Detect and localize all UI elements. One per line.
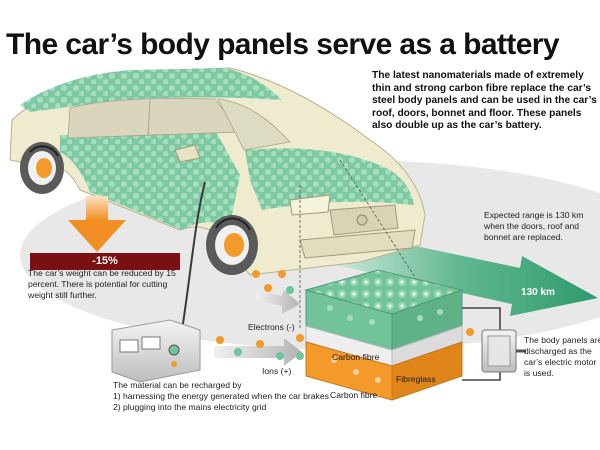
range-text: Expected range is 130 km when the doors,… — [484, 210, 584, 242]
roof-panel — [20, 68, 282, 112]
car-windows — [67, 98, 241, 139]
battery-block — [304, 269, 464, 401]
rear-wheel — [20, 142, 64, 194]
electrons-label: Electrons (-) — [248, 322, 295, 332]
range-badge: 130 km — [521, 287, 555, 298]
weight-badge: -15% — [30, 253, 180, 270]
weight-text: The car’s weight can be reduced by 15 pe… — [28, 268, 176, 300]
electron-arrow — [256, 290, 300, 314]
bonnet-panel — [245, 148, 414, 210]
layer-carbon-bottom: Carbon fibre — [330, 390, 378, 400]
recharge-text: The material can be recharged by 1) harn… — [113, 380, 393, 413]
ion-arrow — [214, 338, 302, 366]
car — [9, 67, 426, 276]
layer-carbon-top: Carbon fibre — [332, 352, 380, 362]
front-wheel — [206, 215, 258, 275]
layer-fibreglass: Fibreglass — [396, 374, 436, 384]
windshield — [217, 98, 291, 151]
ions-label: Ions (+) — [262, 366, 292, 376]
electric-motor — [462, 307, 526, 381]
charger-unit — [111, 319, 201, 383]
intro-text: The latest nanomaterials made of extreme… — [372, 70, 597, 132]
guide-lines — [299, 159, 421, 330]
charging-cable — [181, 181, 206, 331]
recharge-intro: The material can be recharged by — [113, 380, 242, 390]
page-title: The car’s body panels serve as a battery — [6, 28, 560, 61]
discharge-text: The body panels are discharged as the ca… — [524, 335, 600, 378]
weight-arrow — [68, 196, 126, 252]
recharge-item-2: 2) plugging into the mains electricity g… — [113, 402, 267, 412]
recharge-item-1: 1) harnessing the energy generated when … — [113, 391, 329, 401]
